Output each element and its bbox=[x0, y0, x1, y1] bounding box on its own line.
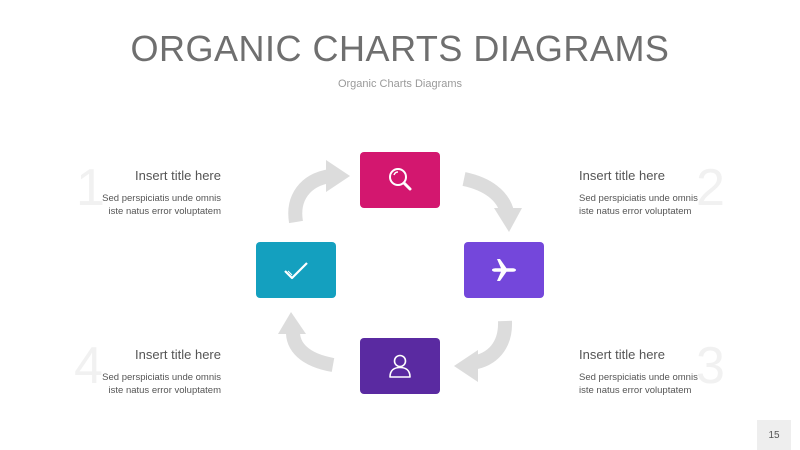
item-3-text-line2: iste natus error voluptatem bbox=[579, 385, 692, 396]
item-1-title: Insert title here bbox=[135, 168, 221, 183]
arrowhead-right bbox=[494, 208, 522, 232]
item-4-text: Sed perspiciatis unde omnis iste natus e… bbox=[60, 371, 221, 397]
arrow-left-to-top bbox=[288, 169, 332, 224]
item-4-title: Insert title here bbox=[135, 347, 221, 362]
arrowhead-bottom bbox=[454, 350, 478, 382]
item-1-number: 1 bbox=[76, 159, 105, 217]
checkmark-box[interactable] bbox=[256, 242, 336, 298]
item-4-text-line1: Sed perspiciatis unde omnis bbox=[102, 372, 221, 383]
item-4-text-line2: iste natus error voluptatem bbox=[108, 385, 221, 396]
item-3-text-line1: Sed perspiciatis unde omnis bbox=[579, 372, 698, 383]
item-3-number: 3 bbox=[696, 337, 725, 395]
checkmark-icon bbox=[284, 262, 308, 280]
arrow-top-to-right bbox=[462, 172, 514, 215]
page-subtitle: Organic Charts Diagrams bbox=[337, 78, 463, 90]
item-2-title: Insert title here bbox=[579, 168, 665, 183]
airplane-icon bbox=[492, 259, 516, 281]
item-1-text: Sed perspiciatis unde omnis iste natus e… bbox=[60, 192, 221, 218]
item-1-text-line1: Sed perspiciatis unde omnis bbox=[102, 193, 221, 204]
item-2-text-line1: Sed perspiciatis unde omnis bbox=[579, 193, 698, 204]
item-3-text: Sed perspiciatis unde omnis iste natus e… bbox=[579, 371, 749, 397]
arrowhead-top bbox=[326, 160, 350, 192]
search-icon bbox=[389, 168, 412, 191]
airplane-box[interactable] bbox=[464, 242, 544, 298]
arrowhead-left bbox=[278, 312, 306, 334]
user-box[interactable] bbox=[360, 338, 440, 394]
arrow-bottom-to-left bbox=[286, 329, 335, 372]
item-2-number: 2 bbox=[696, 159, 725, 217]
item-4-number: 4 bbox=[74, 337, 103, 395]
search-box[interactable] bbox=[360, 152, 440, 208]
page-number: 15 bbox=[757, 420, 791, 450]
item-2-text: Sed perspiciatis unde omnis iste natus e… bbox=[579, 192, 749, 218]
item-1-text-line2: iste natus error voluptatem bbox=[108, 206, 221, 217]
user-icon bbox=[389, 354, 411, 378]
item-2-text-line2: iste natus error voluptatem bbox=[579, 206, 692, 217]
page-title: ORGANIC CHARTS DIAGRAMS bbox=[130, 28, 670, 69]
item-3-title: Insert title here bbox=[579, 347, 665, 362]
